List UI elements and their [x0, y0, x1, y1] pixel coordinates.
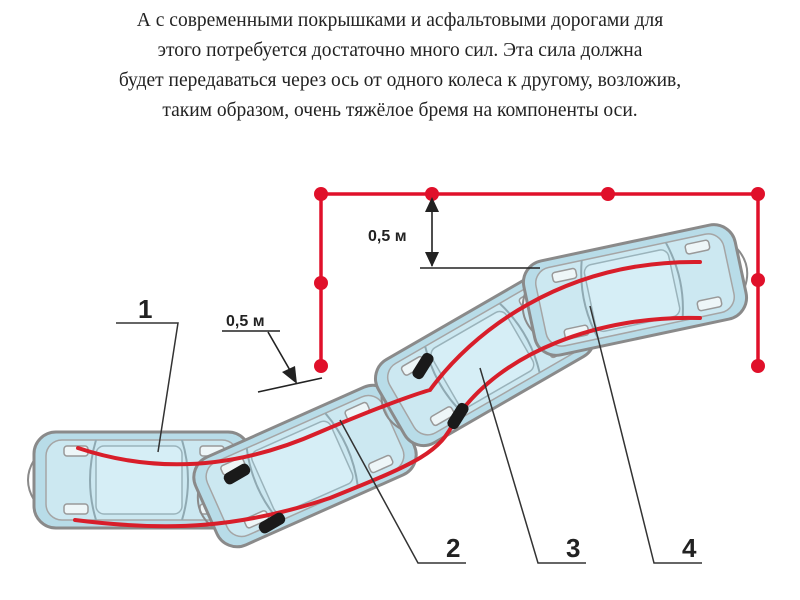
caption-line-1: А с современными покрышками и асфальтовы…	[136, 10, 664, 31]
callout-leaders	[116, 305, 702, 564]
dimension-top	[420, 197, 540, 269]
dimension-left-label: 0,5 м	[226, 313, 265, 330]
caption-line-3: будет передаваться через ось от одного к…	[118, 70, 682, 91]
dimension-top-label: 0,5 м	[368, 228, 407, 245]
car-position-4	[512, 217, 758, 363]
dimension-left	[222, 330, 323, 393]
caption-line-2: этого потребуется достаточно много сил. …	[157, 40, 643, 61]
caption-text: А с современными покрышками и асфальтовы…	[0, 6, 800, 126]
road-boundary	[314, 187, 765, 373]
callout-3: 3	[566, 533, 580, 563]
callout-2: 2	[446, 533, 460, 563]
callout-1: 1	[138, 294, 152, 324]
front-wheels	[223, 352, 469, 534]
wheel-tracks	[73, 259, 702, 529]
caption-line-4: таким образом, очень тяжёлое бремя на ко…	[162, 100, 638, 121]
callout-4: 4	[682, 533, 697, 563]
